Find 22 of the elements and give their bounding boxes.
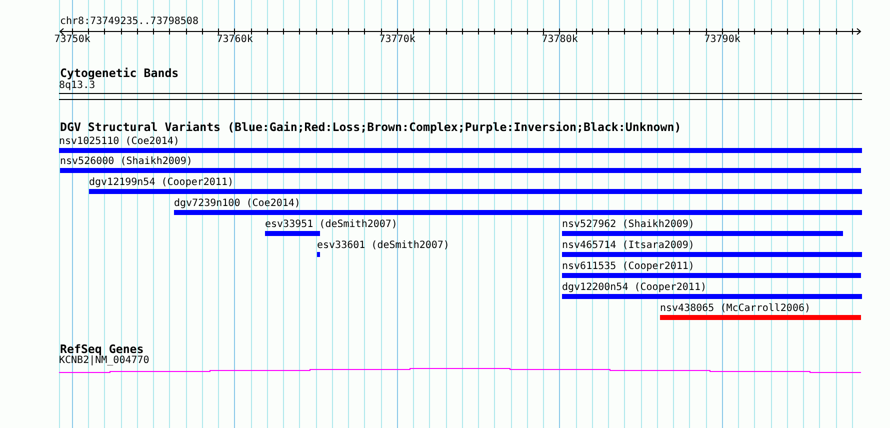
variant-label: esv33951 (deSmith2007) <box>265 218 398 230</box>
variant-label: nsv465714 (Itsara2009) <box>562 240 694 252</box>
variant-label: dgv7239n100 (Coe2014) <box>174 198 300 210</box>
variant-label: nsv526000 (Shaikh2009) <box>60 156 192 168</box>
track-title: RefSeq Genes <box>60 342 144 356</box>
track-title: DGV Structural Variants (Blue:Gain;Red:Loss;Brown:Complex;Purple:Inversion;Black:Unknown) <box>60 120 682 134</box>
tick-label: 73770k <box>379 34 416 46</box>
variant-label: dgv12199n54 (Cooper2011) <box>89 176 234 188</box>
tick-label: 73750k <box>54 34 90 46</box>
variant-label: dgv12200n54 (Cooper2011) <box>562 282 706 294</box>
variant-label: nsv1025110 (Coe2014) <box>59 136 180 148</box>
gene-label: KCNB2|NM_004770 <box>59 354 150 367</box>
variant-label: esv33601 (deSmith2007) <box>317 240 450 252</box>
variant-label: nsv527962 (Shaikh2009) <box>562 218 694 230</box>
region-label: chr8:73749235..73798508 <box>60 16 198 28</box>
variant-label: nsv438065 (McCarroll2006) <box>660 302 811 314</box>
tick-label: 73790k <box>704 34 740 46</box>
track-title: Cytogenetic Bands <box>60 66 179 80</box>
band-label: 8q13.3 <box>59 80 96 92</box>
variant-label: nsv611535 (Cooper2011) <box>562 260 694 272</box>
tick-label: 73780k <box>542 34 578 46</box>
tick-label: 73760k <box>216 34 253 46</box>
